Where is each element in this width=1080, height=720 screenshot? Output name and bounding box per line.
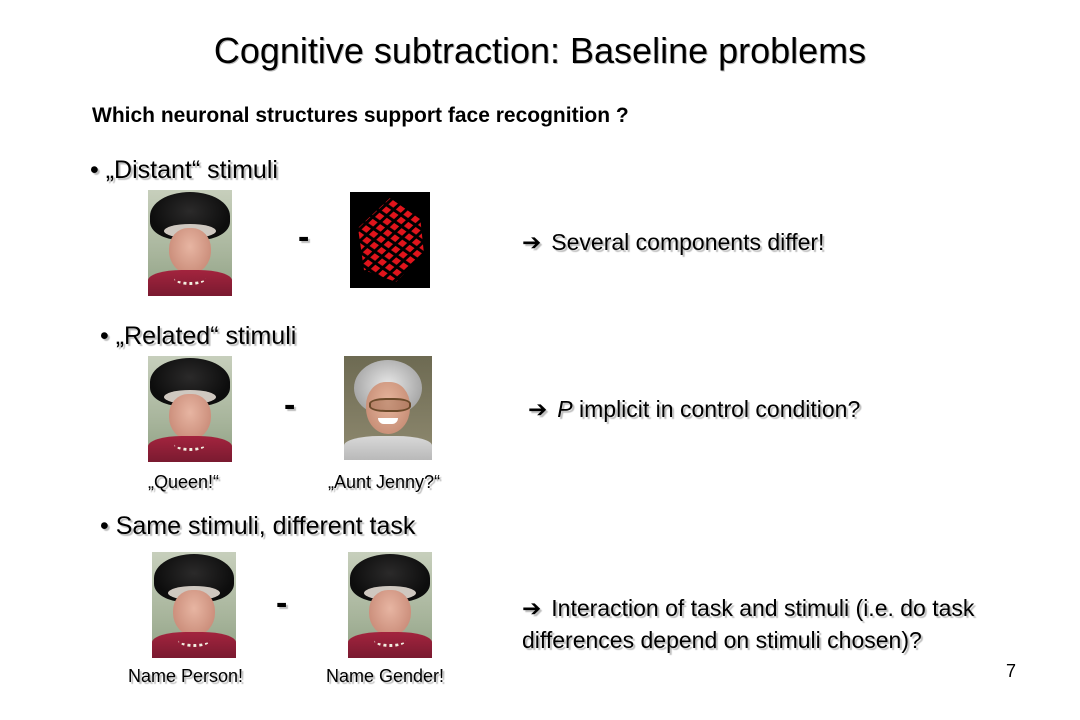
note-p-implicit: ➔ P implicit in control condition?	[528, 396, 860, 423]
arrow-right-icon: ➔	[522, 229, 542, 255]
note-italic-p: P	[557, 396, 573, 422]
caption-name-gender: Name Gender!	[326, 666, 445, 686]
note-text: Several components differ!	[551, 229, 825, 255]
minus-sign: -	[298, 218, 310, 256]
minus-sign: -	[284, 386, 296, 424]
caption-aunt-jenny: „Aunt Jenny?“	[328, 472, 441, 492]
queen-portrait-image	[148, 190, 232, 296]
note-interaction-line1: ➔ Interaction of task and stimuli (i.e. d…	[522, 595, 974, 622]
note-text: implicit in control condition?	[572, 396, 861, 422]
note-interaction-line2: differences depend on stimuli chosen)?	[522, 627, 922, 653]
caption-queen: „Queen!“	[148, 472, 220, 492]
slide-title: Cognitive subtraction: Baseline problems	[213, 30, 867, 71]
arrow-right-icon: ➔	[522, 595, 542, 621]
bullet-distant-stimuli: • „Distant“ stimuli	[90, 156, 278, 184]
queen-portrait-image	[148, 356, 232, 462]
caption-name-person: Name Person!	[128, 666, 244, 686]
note-several-components: ➔ Several components differ!	[522, 229, 824, 256]
red-pattern-image	[350, 192, 430, 288]
arrow-right-icon: ➔	[528, 396, 548, 422]
minus-sign: -	[276, 584, 288, 622]
bullet-related-stimuli: • „Related“ stimuli	[100, 322, 297, 350]
queen-portrait-image	[348, 552, 432, 658]
note-text: Interaction of task and stimuli (i.e. do…	[551, 595, 975, 621]
slide-question: Which neuronal structures support face r…	[92, 104, 629, 127]
queen-portrait-image	[152, 552, 236, 658]
aunt-jenny-portrait-image	[344, 356, 432, 460]
page-number: 7	[1006, 661, 1017, 681]
bullet-same-stimuli: • Same stimuli, different task	[100, 512, 416, 540]
